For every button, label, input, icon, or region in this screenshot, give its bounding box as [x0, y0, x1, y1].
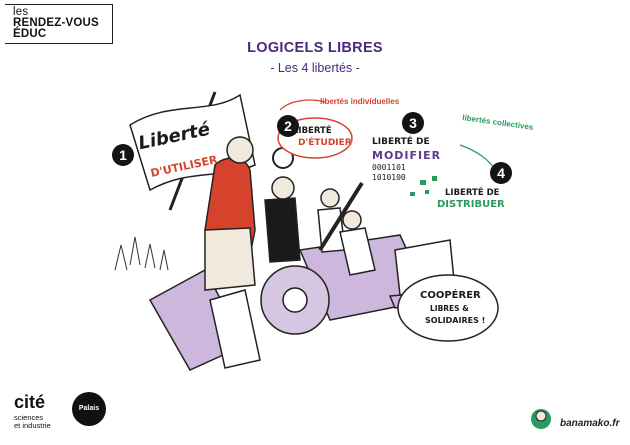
number-badge-3: 3: [402, 112, 424, 134]
cooperate-line-3: SOLIDAIRES !: [425, 316, 486, 325]
binary-code-line-1: 0001101: [372, 163, 406, 172]
palais-logo: Palais: [72, 392, 106, 426]
figure-two: [264, 197, 301, 263]
binary-code-line-2: 1010100: [372, 173, 406, 182]
figure-two-head: [271, 176, 295, 200]
figure-four: [339, 227, 376, 276]
figure-three-head: [320, 188, 340, 208]
speech-bubble-cooperate: [397, 274, 499, 342]
individual-freedoms-label: libertés individuelles: [320, 97, 400, 106]
page-title: LOGICELS LIBRES: [247, 40, 383, 56]
number-badge-4: 4: [490, 162, 512, 184]
logo-line-1: les: [13, 6, 29, 18]
logo-line-2: RENDEZ-VOUS: [13, 17, 99, 29]
cite-sub-line-2: et industrie: [14, 421, 51, 430]
page-subtitle: - Les 4 libertés -: [270, 61, 360, 75]
number-badge-2: 2: [277, 115, 299, 137]
crowd-sketch: [114, 236, 169, 271]
freedom-study-title: LIBERTÉ: [293, 126, 332, 136]
rendez-vous-educ-logo: les RENDEZ-VOUS ÉDUC: [5, 4, 113, 44]
cite-logo-subtitle: sciences et industrie: [14, 414, 51, 430]
arrow-individual: [279, 99, 326, 111]
banamako-credit: banamako.fr: [560, 418, 620, 429]
freedom-distribute-subtitle: DISTRIBUER: [437, 199, 505, 210]
woman-skirt: [204, 227, 256, 291]
banamako-avatar-icon: [531, 409, 551, 429]
figure-four-head: [342, 210, 362, 230]
green-dots: [410, 176, 437, 196]
paintbrush-icon: [318, 181, 364, 252]
cooperate-line-1: COOPÉRER: [420, 290, 481, 301]
gear-hole: [282, 287, 308, 313]
freedom-distribute-title: LIBERTÉ DE: [445, 188, 500, 198]
woman-head: [226, 136, 254, 164]
freedom-modify-title: LIBERTÉ DE: [372, 137, 430, 147]
number-badge-1: 1: [112, 144, 134, 166]
arrow-collective: [459, 144, 496, 171]
phone-shape: [209, 289, 261, 369]
freedom-study-subtitle: D'ÉTUDIER: [298, 138, 352, 148]
cite-logo: cité: [14, 392, 46, 412]
freedom-modify-subtitle: MODIFIER: [372, 149, 442, 162]
logo-line-3: ÉDUC: [13, 28, 47, 40]
cooperate-line-2: LIBRES &: [430, 304, 469, 313]
cite-sub-line-1: sciences: [14, 413, 44, 422]
